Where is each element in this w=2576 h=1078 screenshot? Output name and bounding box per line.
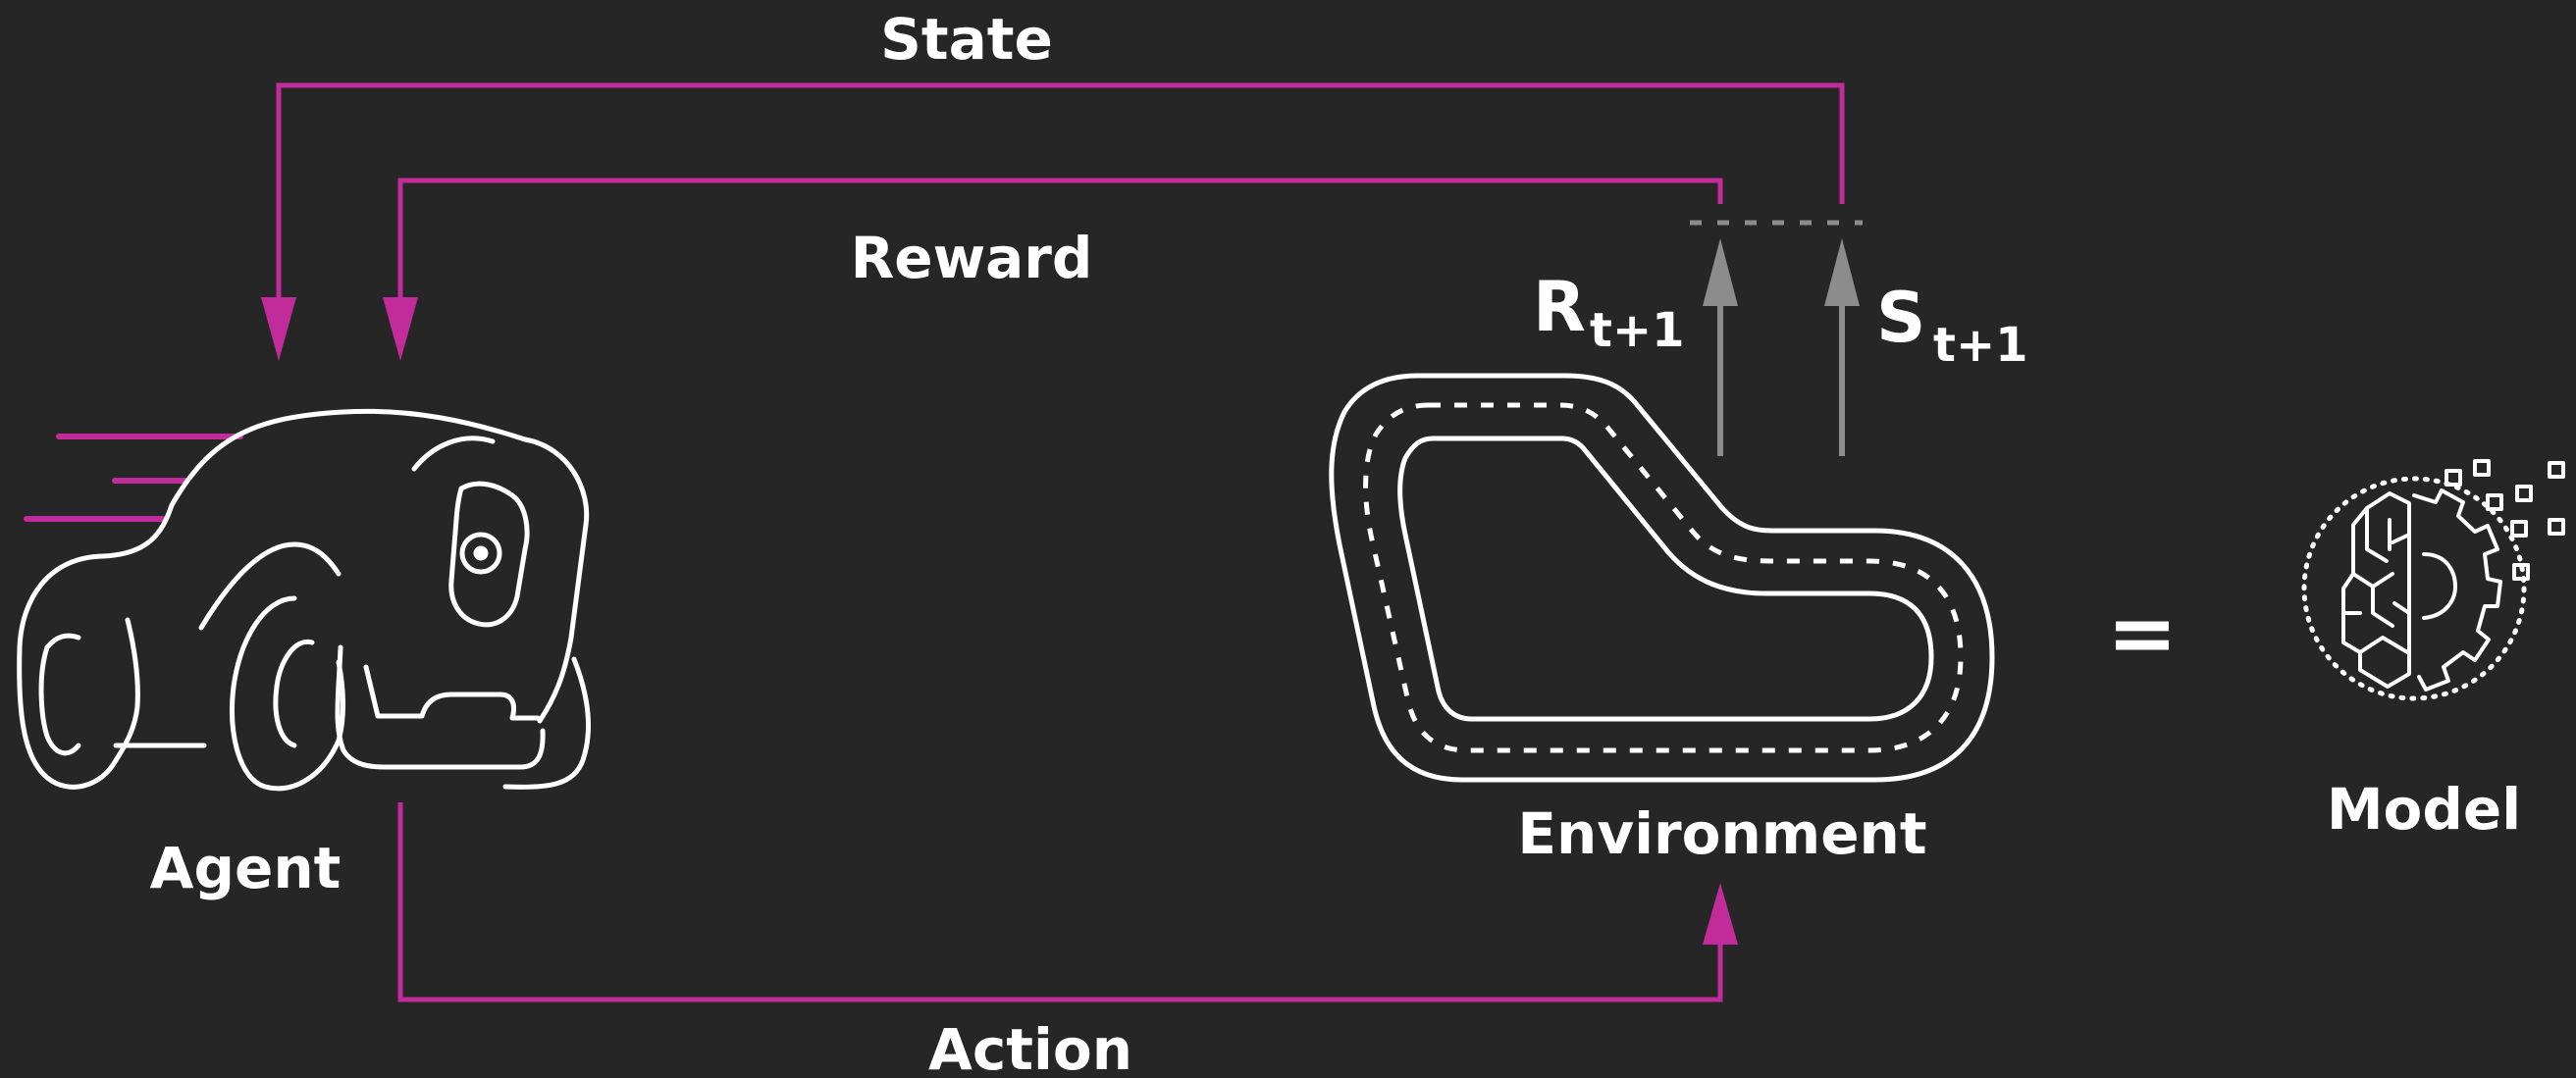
- action-connector: [397, 802, 1723, 1002]
- state-signal-arrow: [1824, 238, 1860, 456]
- agent-label: Agent: [150, 835, 342, 901]
- action-arrowhead: [1703, 883, 1738, 945]
- model-label: Model: [2327, 776, 2521, 843]
- race-track-icon: [1329, 373, 1995, 783]
- reward-label: Reward: [851, 225, 1093, 291]
- state-connector: [276, 82, 1845, 309]
- reward-signal-symbol: R: [1533, 267, 1586, 347]
- environment-label: Environment: [1517, 800, 1926, 867]
- state-signal-label: S: [1876, 278, 1925, 358]
- race-car-icon: [17, 408, 591, 792]
- state-signal-subscript: t+1: [1933, 318, 2028, 373]
- reward-signal-label: R: [1533, 267, 1586, 347]
- reward-signal-arrow: [1703, 238, 1738, 456]
- state-signal-symbol: S: [1876, 278, 1925, 358]
- brain-gear-icon: [2301, 459, 2565, 701]
- state-label: State: [880, 6, 1053, 73]
- reward-arrowhead: [383, 297, 418, 361]
- reward-signal-subscript: t+1: [1590, 303, 1685, 358]
- action-label: Action: [928, 1016, 1132, 1078]
- state-arrowhead: [261, 297, 296, 361]
- reward-connector: [397, 178, 1723, 309]
- equals-sign: =: [2107, 585, 2178, 683]
